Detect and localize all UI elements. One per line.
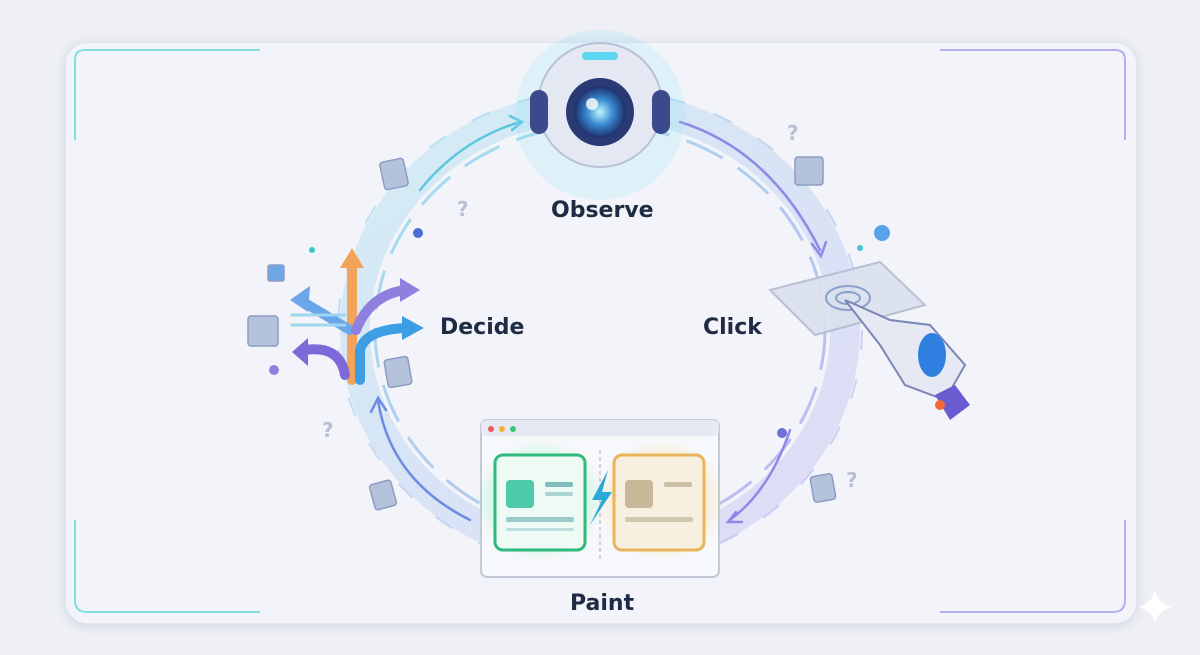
click-label: Click <box>703 315 762 340</box>
svg-text:?: ? <box>846 468 858 492</box>
dots <box>269 225 890 438</box>
new-frame-panel <box>493 453 587 552</box>
observe-camera-icon <box>515 30 685 200</box>
document-icons <box>247 156 837 511</box>
svg-text:?: ? <box>457 197 469 221</box>
decide-label: Decide <box>440 315 525 340</box>
paint-label: Paint <box>570 591 635 616</box>
decide-branches-icon <box>290 248 424 385</box>
click-robot-hand-icon <box>768 260 970 420</box>
frame-accents <box>74 49 1126 613</box>
paint-browser-window <box>475 419 725 578</box>
lightning-icon <box>590 470 612 525</box>
svg-text:?: ? <box>322 418 334 442</box>
flow-arrows <box>369 114 828 524</box>
sparkle-icon <box>1138 590 1172 624</box>
question-marks: ? ? ? ? <box>322 121 858 492</box>
svg-text:?: ? <box>787 121 799 145</box>
old-frame-panel <box>612 453 706 552</box>
observe-label: Observe <box>551 198 654 223</box>
